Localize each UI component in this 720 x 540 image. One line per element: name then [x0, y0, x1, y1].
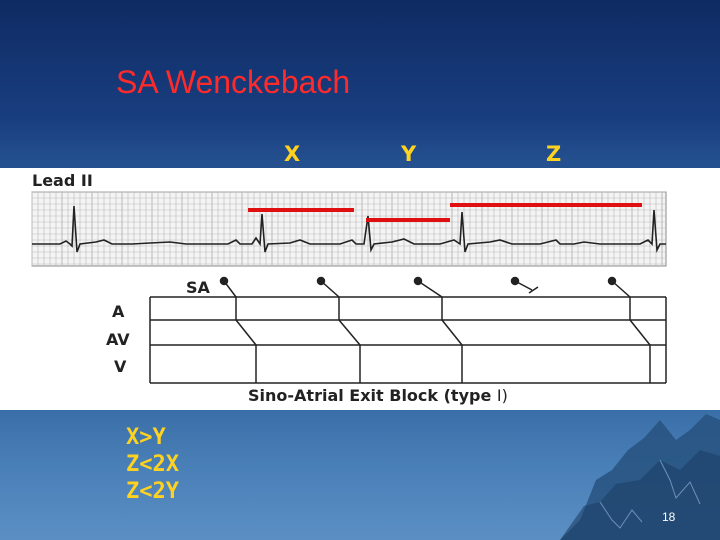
- row-label-v: V: [114, 357, 127, 376]
- interval-label-y: Y: [401, 142, 417, 166]
- diagram-caption: Sino-Atrial Exit Block (type I): [248, 386, 508, 405]
- interval-bar-z: [450, 203, 642, 207]
- relation-x-gt-y: X>Y: [126, 425, 166, 450]
- sa-impulses: [219, 276, 631, 298]
- row-label-sa: SA: [186, 278, 211, 297]
- interval-label-x: X: [284, 142, 301, 166]
- diagram-svg: Lead II SA A AV V: [31, 171, 667, 405]
- ladder-grid: [149, 296, 667, 384]
- relation-z-lt-2y: Z<2Y: [126, 479, 179, 504]
- slide-title: SA Wenckebach: [116, 64, 351, 100]
- page-number: 18: [662, 510, 676, 524]
- mountain-decoration: [560, 414, 720, 540]
- interval-bars: [248, 203, 642, 222]
- footer-band: [0, 410, 720, 540]
- ecg-trace: [32, 205, 666, 253]
- relation-z-lt-2x: Z<2X: [126, 452, 179, 477]
- row-label-a: A: [112, 302, 125, 321]
- interval-bar-x: [248, 208, 354, 212]
- conduction-lines: [235, 297, 651, 383]
- interval-relations: X>Y Z<2X Z<2Y: [126, 424, 179, 505]
- lead-label: Lead II: [32, 171, 93, 190]
- ecg-ladder-diagram: Lead II SA A AV V: [0, 168, 720, 410]
- interval-bar-y: [366, 218, 450, 222]
- row-label-av: AV: [106, 330, 130, 349]
- interval-label-z: Z: [546, 142, 562, 166]
